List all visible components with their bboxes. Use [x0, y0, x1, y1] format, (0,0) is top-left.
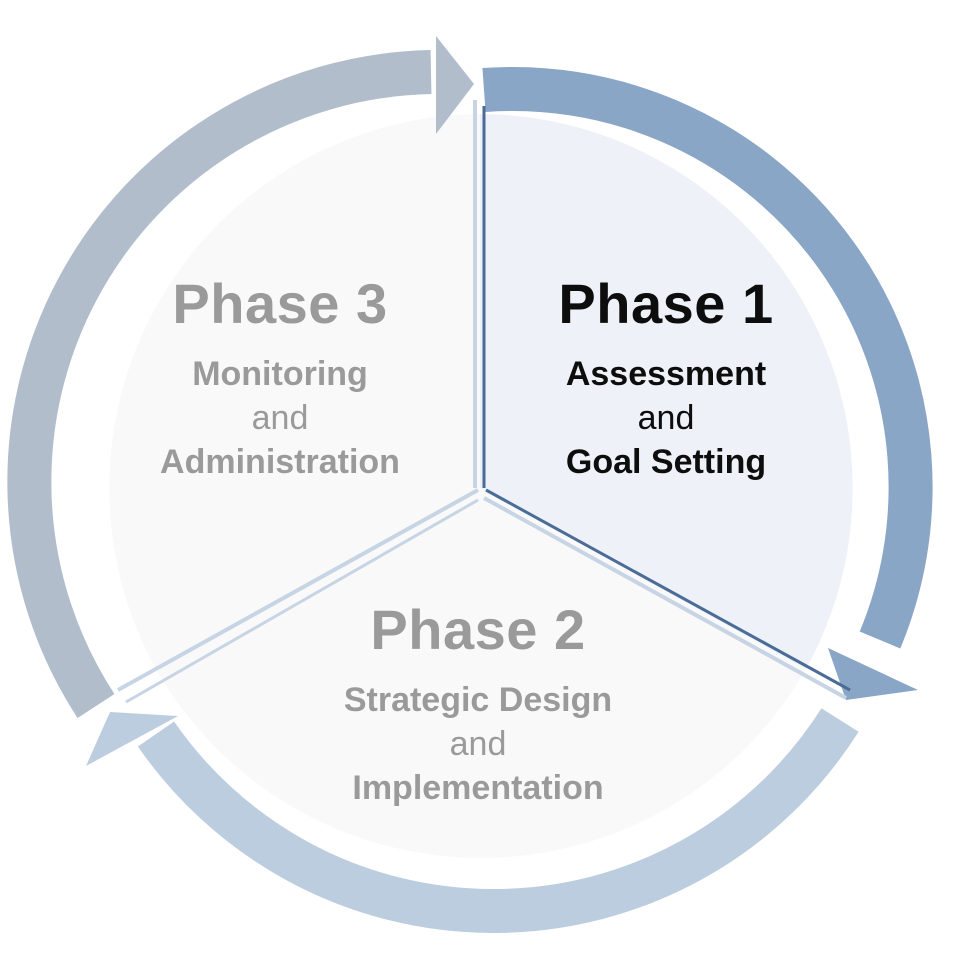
arrow-phase-2-head: [86, 712, 178, 766]
phase-1-title: Phase 1: [558, 272, 774, 335]
phase-1-label: Phase 1 Assessment and Goal Setting: [506, 276, 826, 484]
arrow-phase-3-head: [436, 36, 474, 134]
divider-phase2-phase3: [117, 488, 479, 692]
phase-3-line-1: Monitoring: [192, 355, 368, 393]
phase-1-line-2: Goal Setting: [565, 443, 767, 481]
sector-phase-3: [109, 114, 480, 669]
arrow-phase-1: [482, 66, 933, 649]
phase-2-line-2: Implementation: [352, 769, 604, 807]
divider-phase2-phase3-inner: [125, 498, 479, 704]
phase-3-line-2: Administration: [160, 443, 400, 481]
phase-2-joiner: and: [449, 725, 507, 763]
phase-1-joiner: and: [637, 399, 695, 437]
phase-3-title: Phase 3: [172, 272, 388, 335]
phase-2-title: Phase 2: [370, 598, 586, 661]
phase-3-joiner: and: [251, 399, 309, 437]
sector-phase-1: [480, 114, 853, 669]
arrow-phase-1-head: [828, 648, 918, 700]
arrow-phase-3: [7, 50, 432, 719]
phase-3-label: Phase 3 Monitoring and Administration: [120, 276, 440, 484]
arrow-phase-2: [137, 708, 859, 933]
divider-phase1-phase2-inner: [483, 496, 847, 700]
phase-2-label: Phase 2 Strategic Design and Implementat…: [318, 602, 638, 810]
divider-phase1-phase2: [485, 488, 851, 692]
phase-2-line-1: Strategic Design: [343, 681, 613, 719]
phase-1-line-1: Assessment: [565, 355, 767, 393]
